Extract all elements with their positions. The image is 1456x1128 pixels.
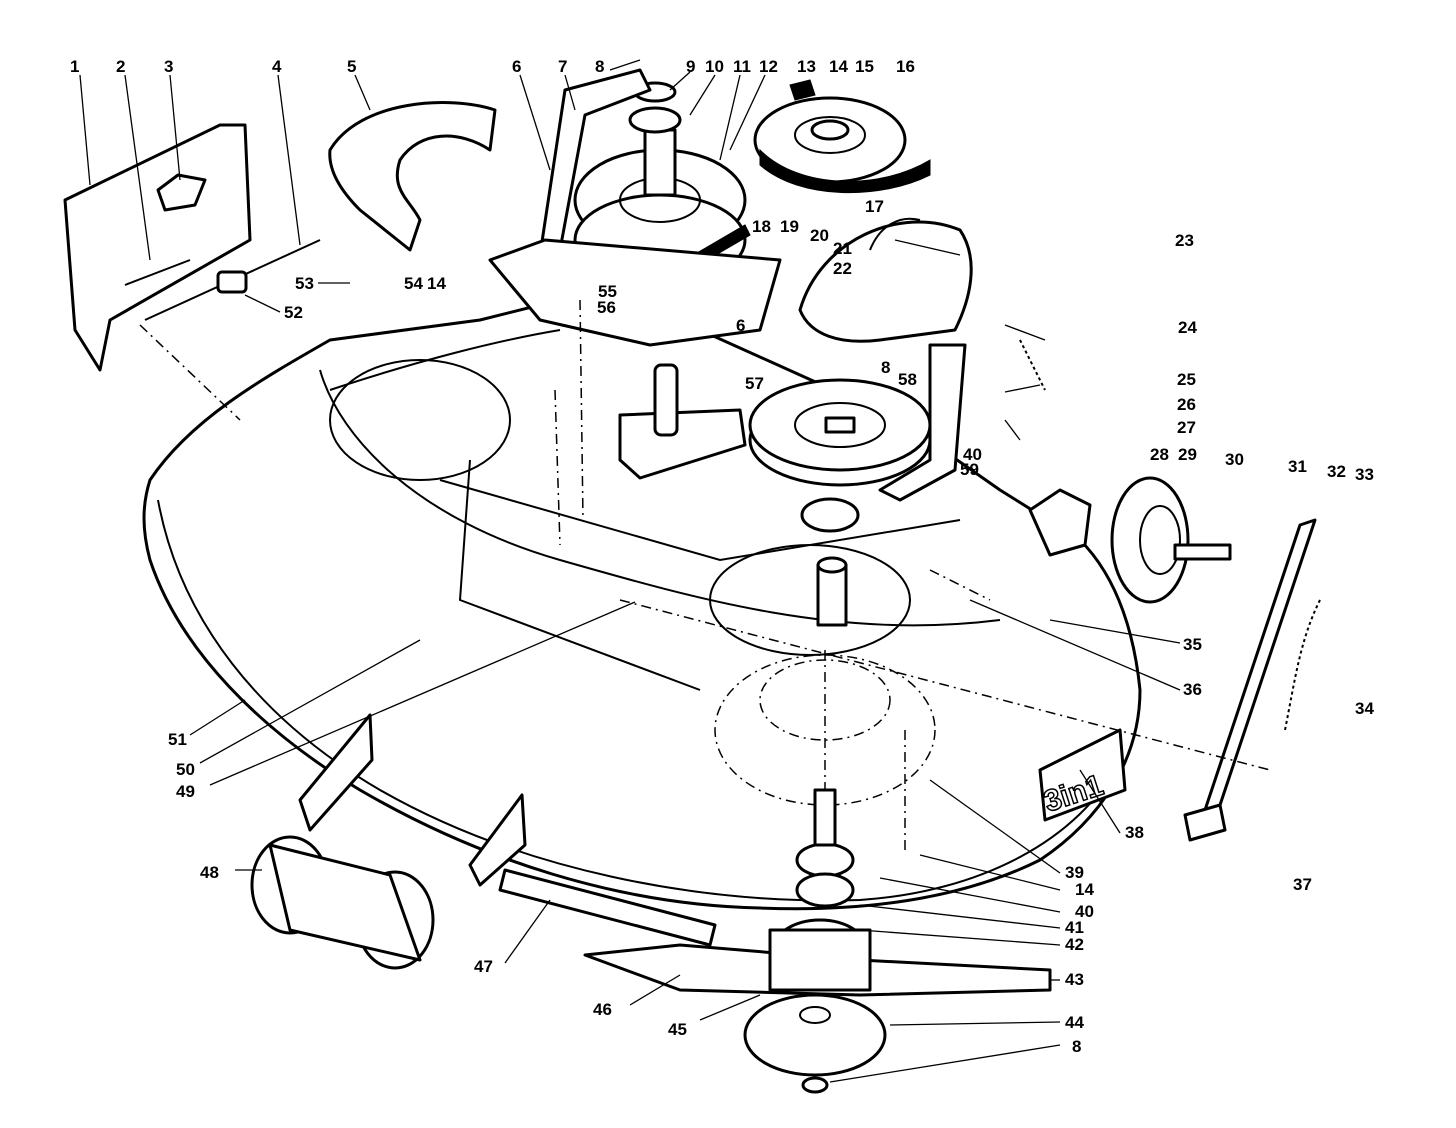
callout-20: 20 [810,226,829,245]
spindle-shaft [800,497,860,627]
callout-25: 25 [1177,370,1196,389]
callout-36: 36 [1183,680,1202,699]
callout-59: 59 [960,460,979,479]
callout-23: 23 [1175,231,1194,250]
callout-31: 31 [1288,457,1307,476]
callout-6: 6 [512,57,521,76]
callout-54: 54 [404,274,423,293]
callout-45: 45 [668,1020,687,1039]
deck-wheel [1028,476,1232,604]
belt-cover-left [328,101,497,252]
callout-51: 51 [168,730,187,749]
belt-cover-right [798,217,973,343]
callout-14-b: 14 [427,274,446,293]
callout-29: 29 [1178,445,1197,464]
callout-50: 50 [176,760,195,779]
callout-30: 30 [1225,450,1244,469]
callout-27: 27 [1177,418,1196,437]
callout-12: 12 [759,57,778,76]
callout-40-b: 40 [1075,902,1094,921]
callout-37: 37 [1293,875,1312,894]
callout-16: 16 [896,57,915,76]
callout-22: 22 [833,259,852,278]
callout-13: 13 [797,57,816,76]
callout-14-c: 14 [1075,880,1094,899]
callout-44: 44 [1065,1013,1084,1032]
callout-21: 21 [833,239,852,258]
callout-32: 32 [1327,462,1346,481]
callout-47: 47 [474,957,493,976]
callout-57: 57 [745,374,764,393]
callout-18: 18 [752,217,771,236]
callout-35: 35 [1183,635,1202,654]
callout-labels: 1 2 3 4 5 6 7 8 9 10 11 12 13 14 15 16 1… [70,57,1374,1056]
callout-49: 49 [176,782,195,801]
mower-deck-housing [142,298,1142,911]
callout-43: 43 [1065,970,1084,989]
front-rollers [250,713,717,970]
mounting-plate [488,238,782,480]
callout-34: 34 [1355,699,1374,718]
callout-3: 3 [164,57,173,76]
upper-pulley [753,79,931,194]
callout-52: 52 [284,303,303,322]
callout-24: 24 [1178,318,1197,337]
callout-38: 38 [1125,823,1144,842]
callout-53: 53 [295,274,314,293]
callout-11: 11 [733,57,751,76]
callout-55: 55 [598,282,617,301]
callout-26: 26 [1177,395,1196,414]
spring-bar-assembly [1183,518,1321,842]
callout-56: 56 [597,298,616,317]
callout-4: 4 [272,57,282,76]
callout-1: 1 [70,57,79,76]
callout-42: 42 [1065,935,1084,954]
tension-spring [1019,339,1046,391]
callout-41: 41 [1065,918,1084,937]
callout-8-b: 8 [881,358,890,377]
callout-28: 28 [1150,445,1169,464]
callout-8: 8 [595,57,604,76]
leader-lines [79,59,1181,1083]
callout-39: 39 [1065,863,1084,882]
callout-7: 7 [558,57,567,76]
callout-9: 9 [686,57,695,76]
callout-8-c: 8 [1072,1037,1081,1056]
right-bracket [878,343,967,502]
spindle-pulley [748,378,932,487]
callout-58: 58 [898,370,917,389]
callout-33: 33 [1355,465,1374,484]
discharge-deflector [63,123,321,372]
callout-19: 19 [780,217,799,236]
callout-5: 5 [347,57,356,76]
callout-40: 40 [963,445,982,464]
assembly-lines [139,299,1271,850]
callout-15: 15 [855,57,874,76]
callout-2: 2 [116,57,125,76]
callout-10: 10 [705,57,724,76]
callout-14: 14 [829,57,848,76]
callout-6-b: 6 [736,316,745,335]
callout-48: 48 [200,863,219,882]
callout-46: 46 [593,1000,612,1019]
callout-17: 17 [865,197,884,216]
